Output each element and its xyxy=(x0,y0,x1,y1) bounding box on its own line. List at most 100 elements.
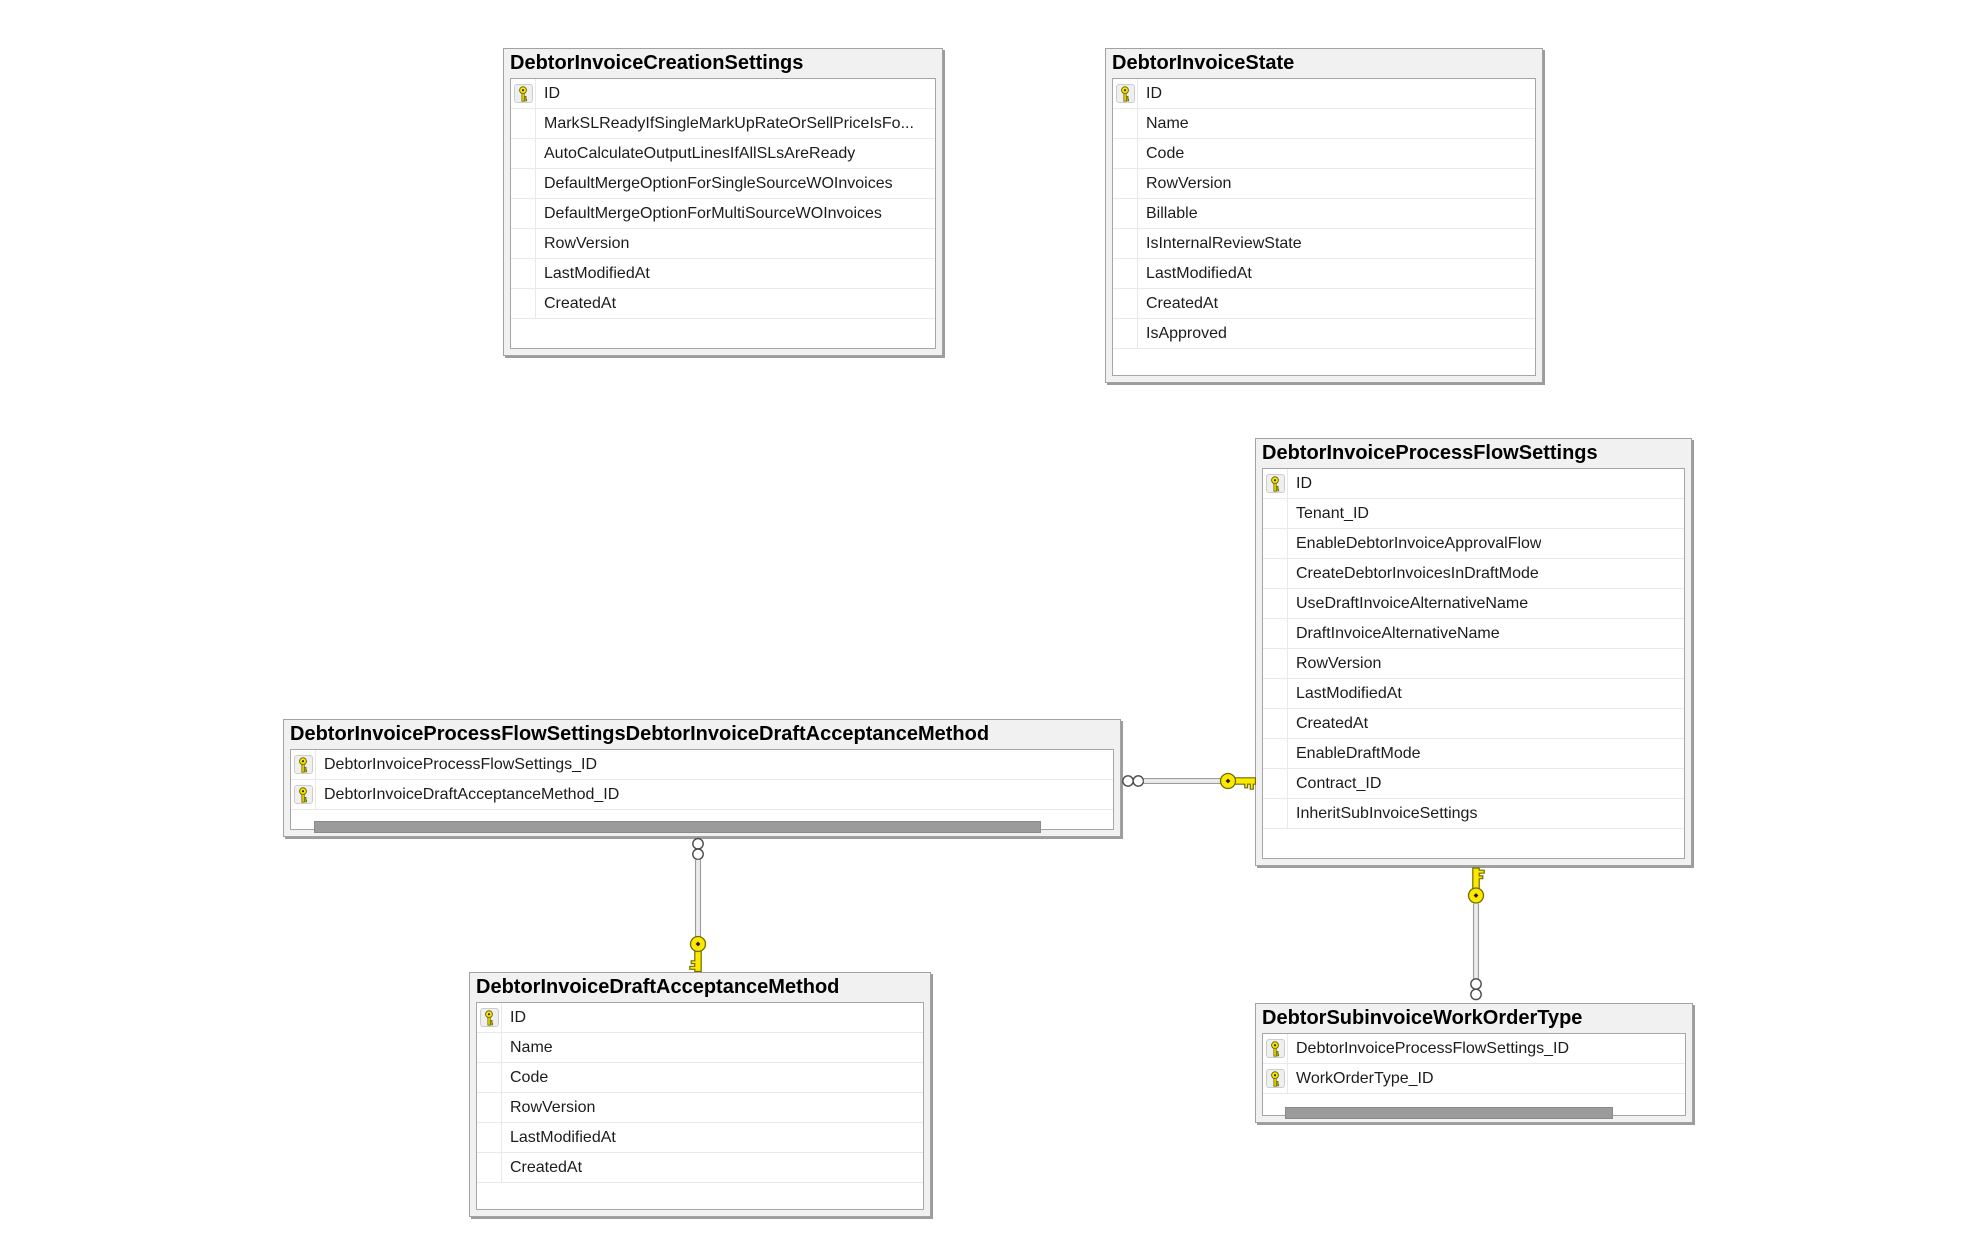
column-row[interactable]: DraftInvoiceAlternativeName xyxy=(1263,619,1684,649)
row-selector-cell[interactable] xyxy=(1113,109,1138,138)
column-row[interactable]: Billable xyxy=(1113,199,1535,229)
column-row[interactable]: ID xyxy=(1263,469,1684,499)
column-row[interactable]: DebtorInvoiceProcessFlowSettings_ID xyxy=(291,750,1113,780)
column-row[interactable]: Tenant_ID xyxy=(1263,499,1684,529)
relationship-connector-draftacceptancemethod-junction[interactable] xyxy=(683,837,713,972)
row-selector-cell[interactable] xyxy=(1263,559,1288,588)
column-row[interactable]: EnableDraftMode xyxy=(1263,739,1684,769)
column-row[interactable]: LastModifiedAt xyxy=(1263,679,1684,709)
row-selector-cell[interactable] xyxy=(511,289,536,318)
row-selector-cell[interactable] xyxy=(1113,319,1138,348)
row-selector-cell[interactable] xyxy=(1263,469,1288,498)
column-name: Name xyxy=(510,1038,553,1056)
primary-key-icon xyxy=(1265,1069,1285,1088)
row-selector-cell[interactable] xyxy=(477,1153,502,1182)
column-row[interactable]: DebtorInvoiceDraftAcceptanceMethod_ID xyxy=(291,780,1113,810)
row-selector-cell[interactable] xyxy=(477,1003,502,1032)
row-selector-cell[interactable] xyxy=(1263,679,1288,708)
relationship-connector-processflowsettings-subinvoiceworkordertype[interactable] xyxy=(1461,866,1491,1003)
row-selector-cell[interactable] xyxy=(1113,79,1138,108)
row-selector-cell[interactable] xyxy=(1263,799,1288,828)
row-selector-cell[interactable] xyxy=(1263,1034,1288,1063)
table-title[interactable]: DebtorInvoiceProcessFlowSettings xyxy=(1262,442,1598,464)
row-selector-cell[interactable] xyxy=(1113,259,1138,288)
horizontal-scrollbar-thumb[interactable] xyxy=(1285,1107,1613,1119)
column-row[interactable]: CreatedAt xyxy=(1113,289,1535,319)
row-selector-cell[interactable] xyxy=(511,169,536,198)
column-row[interactable]: RowVersion xyxy=(477,1093,923,1123)
column-row[interactable]: DefaultMergeOptionForSingleSourceWOInvoi… xyxy=(511,169,935,199)
row-selector-cell[interactable] xyxy=(1263,499,1288,528)
column-row[interactable]: InheritSubInvoiceSettings xyxy=(1263,799,1684,829)
row-selector-cell[interactable] xyxy=(291,780,316,809)
table-debtor-invoice-draft-acceptance-method[interactable]: DebtorInvoiceDraftAcceptanceMethod xyxy=(469,972,931,1217)
column-row[interactable]: IsApproved xyxy=(1113,319,1535,349)
row-selector-cell[interactable] xyxy=(1263,619,1288,648)
row-selector-cell[interactable] xyxy=(1113,289,1138,318)
row-selector-cell[interactable] xyxy=(477,1093,502,1122)
row-selector-cell[interactable] xyxy=(1263,709,1288,738)
row-selector-cell[interactable] xyxy=(511,229,536,258)
column-row[interactable]: Name xyxy=(477,1033,923,1063)
column-name: EnableDraftMode xyxy=(1296,744,1421,762)
primary-key-icon xyxy=(1265,1039,1285,1058)
row-selector-cell[interactable] xyxy=(1263,1064,1288,1093)
column-row[interactable]: IsInternalReviewState xyxy=(1113,229,1535,259)
column-row[interactable]: WorkOrderType_ID xyxy=(1263,1064,1685,1094)
table-title[interactable]: DebtorInvoiceProcessFlowSettingsDebtorIn… xyxy=(290,723,990,745)
column-row[interactable]: CreatedAt xyxy=(511,289,935,319)
row-selector-cell[interactable] xyxy=(477,1063,502,1092)
column-row[interactable]: LastModifiedAt xyxy=(477,1123,923,1153)
row-selector-cell[interactable] xyxy=(477,1123,502,1152)
row-selector-cell[interactable] xyxy=(1263,739,1288,768)
row-selector-cell[interactable] xyxy=(1113,229,1138,258)
row-selector-cell[interactable] xyxy=(1263,589,1288,618)
row-selector-cell[interactable] xyxy=(1263,769,1288,798)
column-row[interactable]: DefaultMergeOptionForMultiSourceWOInvoic… xyxy=(511,199,935,229)
table-title[interactable]: DebtorInvoiceState xyxy=(1112,52,1295,74)
row-selector-cell[interactable] xyxy=(1113,199,1138,228)
column-row[interactable]: ID xyxy=(1113,79,1535,109)
row-selector-cell[interactable] xyxy=(511,259,536,288)
row-selector-cell[interactable] xyxy=(1113,139,1138,168)
table-title[interactable]: DebtorInvoiceCreationSettings xyxy=(510,52,804,74)
column-row[interactable]: UseDraftInvoiceAlternativeName xyxy=(1263,589,1684,619)
column-row[interactable]: LastModifiedAt xyxy=(511,259,935,289)
column-row[interactable]: CreatedAt xyxy=(477,1153,923,1183)
column-row[interactable]: LastModifiedAt xyxy=(1113,259,1535,289)
row-selector-cell[interactable] xyxy=(511,199,536,228)
column-row[interactable]: ID xyxy=(511,79,935,109)
column-row[interactable]: CreatedAt xyxy=(1263,709,1684,739)
row-selector-cell[interactable] xyxy=(511,109,536,138)
column-row[interactable]: CreateDebtorInvoicesInDraftMode xyxy=(1263,559,1684,589)
column-row[interactable]: RowVersion xyxy=(1263,649,1684,679)
column-row[interactable]: Code xyxy=(1113,139,1535,169)
column-row[interactable]: Name xyxy=(1113,109,1535,139)
row-selector-cell[interactable] xyxy=(1263,649,1288,678)
table-title[interactable]: DebtorInvoiceDraftAcceptanceMethod xyxy=(476,976,840,998)
table-title[interactable]: DebtorSubinvoiceWorkOrderType xyxy=(1262,1007,1583,1029)
column-row[interactable]: Code xyxy=(477,1063,923,1093)
table-debtor-invoice-process-flow-settings-debtor-invoice-draft-acceptance-method[interactable]: DebtorInvoiceProcessFlowSettingsDebtorIn… xyxy=(283,719,1121,837)
column-row[interactable]: EnableDebtorInvoiceApprovalFlow xyxy=(1263,529,1684,559)
table-debtor-invoice-state[interactable]: DebtorInvoiceState ID xyxy=(1105,48,1543,383)
table-debtor-invoice-creation-settings[interactable]: DebtorInvoiceCreationSettings ID xyxy=(503,48,943,356)
table-debtor-subinvoice-work-order-type[interactable]: DebtorSubinvoiceWorkOrderType Debto xyxy=(1255,1003,1693,1123)
column-row[interactable]: AutoCalculateOutputLinesIfAllSLsAreReady xyxy=(511,139,935,169)
relationship-connector-processflowsettings-junction[interactable] xyxy=(1121,766,1256,796)
horizontal-scrollbar-thumb[interactable] xyxy=(314,821,1041,833)
row-selector-cell[interactable] xyxy=(511,139,536,168)
column-row[interactable]: RowVersion xyxy=(1113,169,1535,199)
column-row[interactable]: Contract_ID xyxy=(1263,769,1684,799)
column-row[interactable]: ID xyxy=(477,1003,923,1033)
row-selector-cell[interactable] xyxy=(1113,169,1138,198)
row-selector-cell[interactable] xyxy=(511,79,536,108)
column-row[interactable]: RowVersion xyxy=(511,229,935,259)
row-selector-cell[interactable] xyxy=(1263,529,1288,558)
column-row[interactable]: MarkSLReadyIfSingleMarkUpRateOrSellPrice… xyxy=(511,109,935,139)
row-selector-cell[interactable] xyxy=(291,750,316,779)
table-debtor-invoice-process-flow-settings[interactable]: DebtorInvoiceProcessFlowSettings ID xyxy=(1255,438,1692,866)
column-row[interactable]: DebtorInvoiceProcessFlowSettings_ID xyxy=(1263,1034,1685,1064)
row-selector-cell[interactable] xyxy=(477,1033,502,1062)
